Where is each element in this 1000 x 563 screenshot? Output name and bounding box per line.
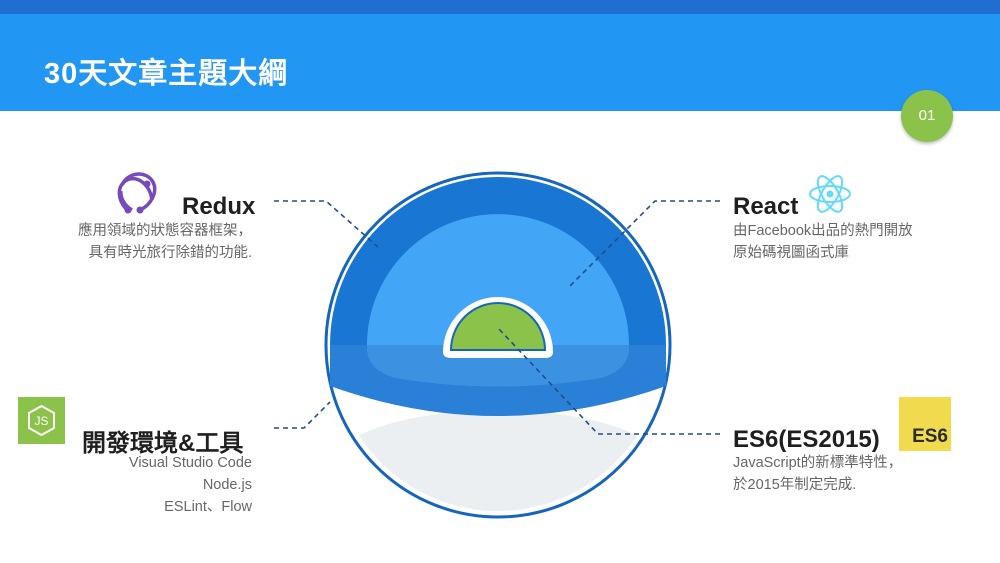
connector-react <box>569 200 720 287</box>
redux-desc-line-1: 應用領域的狀態容器框架， <box>78 223 252 239</box>
top-accent-strip <box>0 0 1000 14</box>
es6-description: JavaScript的新標準特性， 於2015年制定完成. <box>733 452 902 496</box>
page-number-badge: 01 <box>901 90 953 142</box>
es6-desc-line-2: 於2015年制定完成. <box>733 477 857 493</box>
react-desc-line-1: 由Facebook出品的熱門開放 <box>733 223 913 239</box>
es6-heading: ES6(ES2015) <box>733 426 880 453</box>
es6-icon-label: ES6 <box>912 426 948 447</box>
redux-icon <box>117 172 157 214</box>
page-title: 30天文章主題大綱 <box>44 58 289 90</box>
nodejs-icon: JS <box>18 397 65 444</box>
connector-tools <box>274 401 331 429</box>
react-icon <box>809 175 851 213</box>
tools-description: Visual Studio Code Node.js ESLint、Flow <box>129 452 252 518</box>
redux-description: 應用領域的狀態容器框架， 具有時光旅行除錯的功能. <box>78 220 252 264</box>
es6-desc-line-1: JavaScript的新標準特性， <box>733 455 903 471</box>
connector-es6 <box>497 327 720 435</box>
tools-desc-line-3: ESLint、Flow <box>164 499 252 515</box>
core <box>449 302 547 351</box>
es6-icon: ES6 <box>899 397 951 451</box>
redux-heading: Redux <box>182 193 256 220</box>
svg-text:JS: JS <box>34 414 48 428</box>
inner-dome-lower <box>366 345 630 387</box>
tools-desc-line-2: Node.js <box>202 477 252 493</box>
react-description: 由Facebook出品的熱門開放 原始碼視圖函式庫 <box>733 220 913 264</box>
redux-desc-line-2: 具有時光旅行除錯的功能. <box>88 245 252 261</box>
tools-heading: 開發環境&工具 <box>82 430 244 457</box>
react-desc-line-2: 原始碼視圖函式庫 <box>733 245 849 261</box>
react-heading: React <box>733 193 799 220</box>
tools-desc-line-1: Visual Studio Code <box>128 455 252 471</box>
header-bar: 30天文章主題大綱 <box>0 14 1000 111</box>
